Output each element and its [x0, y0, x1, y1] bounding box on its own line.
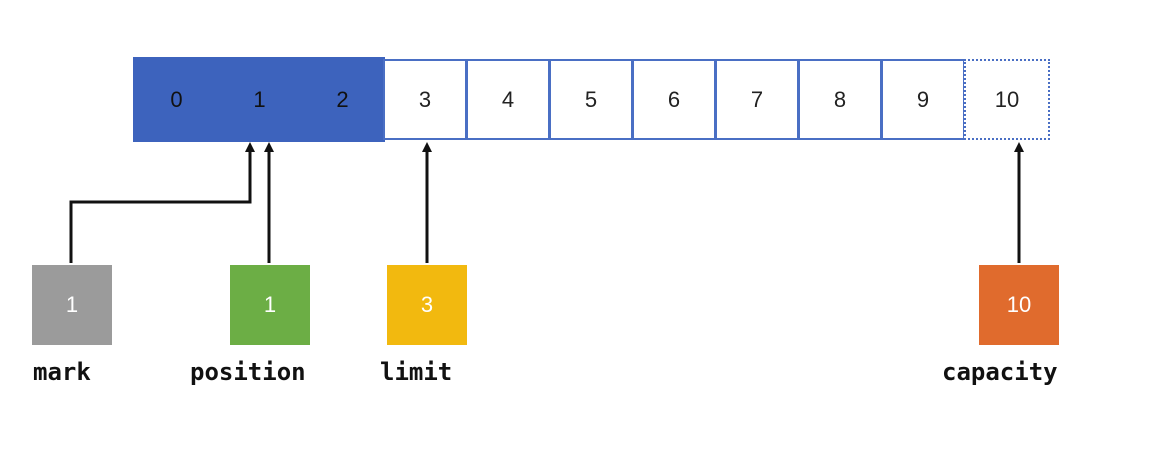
- buffer-cell-3: 3: [383, 59, 467, 140]
- mark-arrow: [69, 142, 255, 263]
- mark-box: 1: [32, 265, 112, 345]
- buffer-cell-2: 2: [301, 59, 384, 140]
- buffer-cell-10: 10: [964, 59, 1050, 140]
- position-label: position: [190, 358, 306, 386]
- buffer-cell-1: 1: [218, 59, 301, 140]
- buffer-cell-7: 7: [715, 59, 799, 140]
- limit-label: limit: [380, 358, 453, 386]
- capacity-label: capacity: [942, 358, 1058, 386]
- buffer-cell-6: 6: [632, 59, 716, 140]
- position-box: 1: [230, 265, 310, 345]
- limit-box: 3: [387, 265, 467, 345]
- buffer-cell-0: 0: [135, 59, 218, 140]
- buffer-cell-4: 4: [466, 59, 550, 140]
- mark-label: mark: [33, 358, 91, 386]
- capacity-box: 10: [979, 265, 1059, 345]
